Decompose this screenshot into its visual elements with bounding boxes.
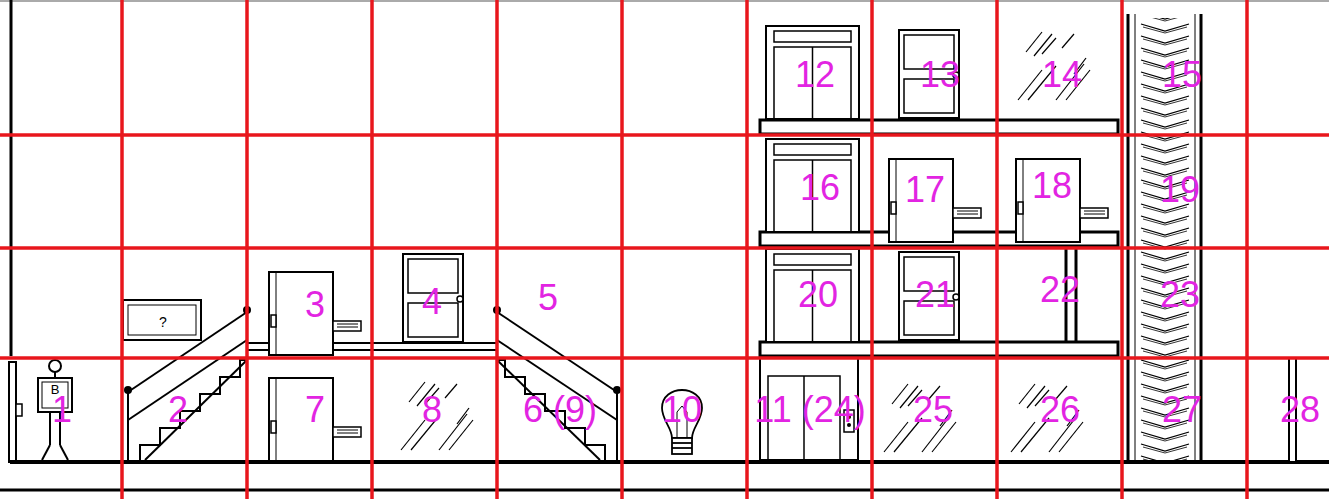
callout-number: 3	[305, 287, 325, 323]
callout-number: 18	[1032, 168, 1072, 204]
callout-number: 17	[905, 172, 945, 208]
callout-number: 7	[305, 392, 325, 428]
callout-number: 4	[422, 284, 442, 320]
callout-number: 6 (9)	[523, 392, 597, 428]
callout-number: 19	[1160, 172, 1200, 208]
callout-number: 14	[1042, 57, 1082, 93]
callout-number: 20	[798, 277, 838, 313]
callout-number: 26	[1040, 392, 1080, 428]
callout-number: 8	[422, 392, 442, 428]
callout-number: 11 (24)	[754, 392, 865, 428]
callout-number: 27	[1162, 392, 1202, 428]
callout-number: 22	[1040, 272, 1080, 308]
callout-number: 1	[52, 392, 72, 428]
callout-number: 16	[800, 170, 840, 206]
callout-number: 10	[662, 392, 702, 428]
callout-number: 5	[538, 280, 558, 316]
callout-number: 12	[795, 57, 835, 93]
callout-number: 13	[920, 57, 960, 93]
callout-number: 15	[1162, 57, 1202, 93]
callout-number: 23	[1160, 277, 1200, 313]
callout-number: 25	[913, 392, 953, 428]
callout-number: 28	[1280, 392, 1320, 428]
symbol-glyph: ?	[159, 315, 167, 329]
callout-number: 2	[168, 392, 188, 428]
callout-number: 21	[915, 277, 955, 313]
